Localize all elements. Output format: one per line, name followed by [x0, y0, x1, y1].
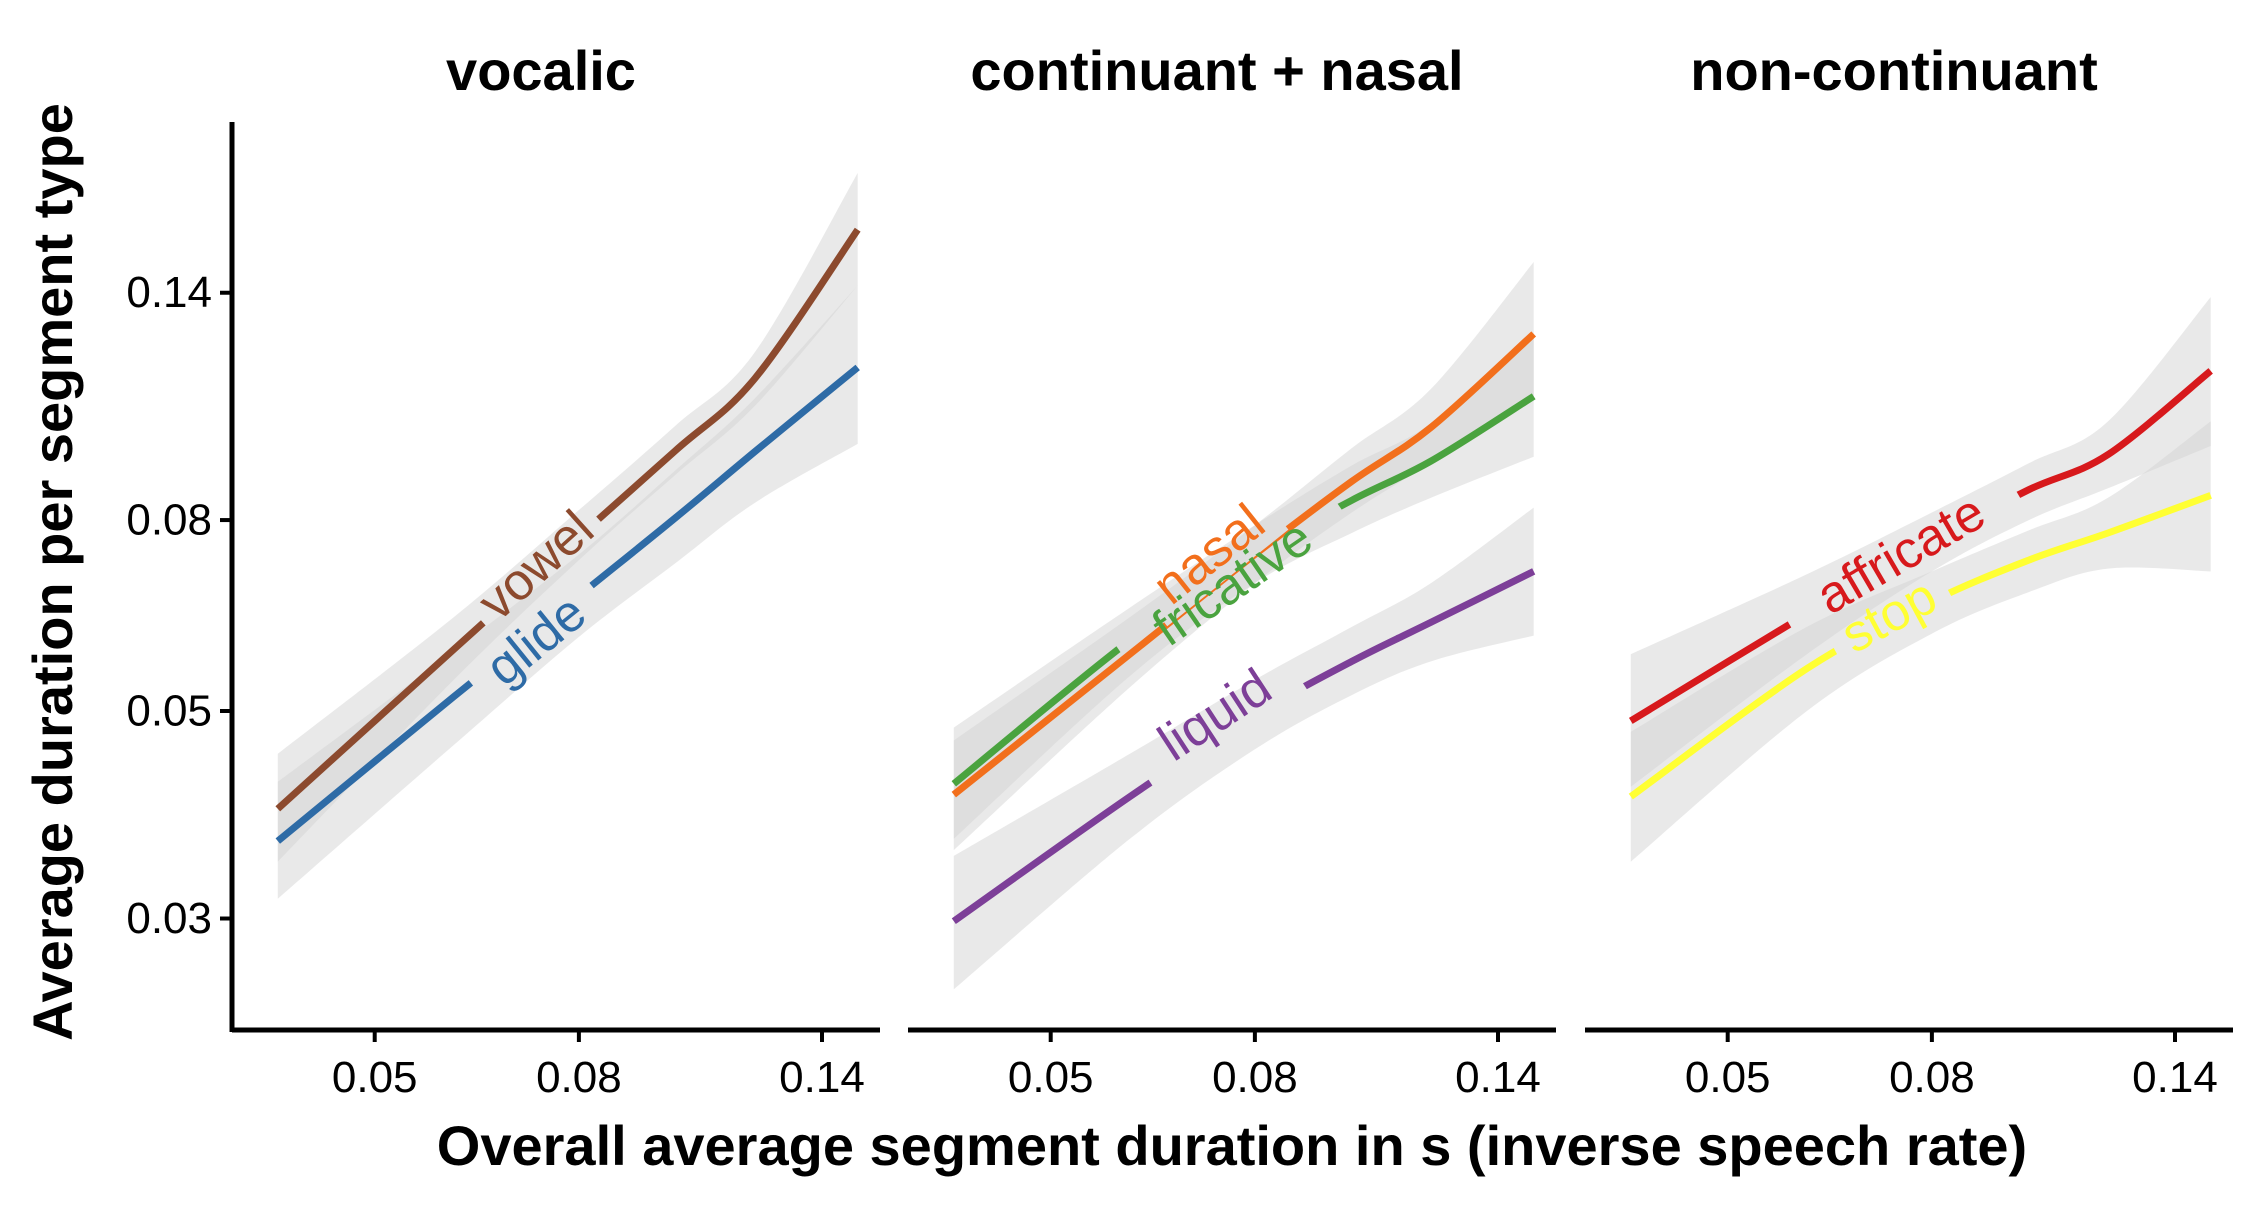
x-tick-label: 0.14 — [2132, 1053, 2218, 1102]
series-line-glide — [275, 364, 860, 844]
x-axis-title: Overall average segment duration in s (i… — [437, 1114, 2027, 1177]
y-tick-label: 0.03 — [126, 894, 212, 943]
series-line-liquid — [951, 568, 1536, 925]
x-tick-label: 0.05 — [332, 1053, 418, 1102]
x-tick-label: 0.08 — [1212, 1053, 1298, 1102]
facet-title: continuant + nasal — [970, 39, 1463, 102]
series-line-vowel — [275, 227, 861, 812]
x-tick-label: 0.08 — [536, 1053, 622, 1102]
y-tick-label: 0.05 — [126, 687, 212, 736]
ci-band-stop — [1630, 421, 2211, 862]
facet-panel-1: continuant + nasalnasalfricativeliquid0.… — [908, 39, 1556, 1102]
series-line-affricate — [1628, 368, 2213, 724]
series-line-stop — [1628, 492, 2212, 800]
ci-band-glide — [277, 285, 858, 899]
facet-title: vocalic — [446, 39, 636, 102]
x-tick-label: 0.08 — [1889, 1053, 1975, 1102]
x-tick-label: 0.05 — [1685, 1053, 1771, 1102]
ci-band-liquid — [953, 507, 1534, 990]
x-tick-label: 0.05 — [1008, 1053, 1094, 1102]
series-line-fricative — [951, 393, 1536, 787]
x-tick-label: 0.14 — [1455, 1053, 1541, 1102]
facet-title: non-continuant — [1690, 39, 2097, 102]
y-tick-label: 0.08 — [126, 496, 212, 545]
series-glide: glide — [275, 364, 860, 844]
y-tick-label: 0.14 — [126, 268, 212, 317]
x-tick-label: 0.14 — [779, 1053, 865, 1102]
y-axis-title: Average duration per segment type — [21, 103, 84, 1041]
